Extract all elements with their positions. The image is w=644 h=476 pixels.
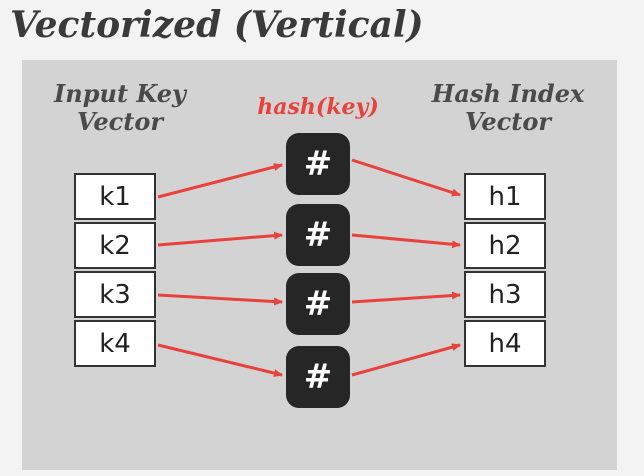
- input-label-line-2: Vector: [76, 107, 164, 136]
- hash-index-vector-label: Hash Index Vector: [418, 80, 598, 136]
- arrow-k3-to-hash3: [157, 293, 283, 306]
- hash-box-2: #: [286, 204, 350, 266]
- arrow-k1-to-hash1: [157, 163, 283, 199]
- arrow-hash1-to-h1: [351, 158, 461, 197]
- hash-index-cell-2: h2: [464, 222, 546, 269]
- input-key-cell-1: k1: [74, 173, 156, 220]
- arrow-k4-to-hash4: [157, 343, 283, 378]
- input-key-cell-2: k2: [74, 222, 156, 269]
- hash-box-4: #: [286, 346, 350, 408]
- slide-title: Vectorized (Vertical): [10, 4, 424, 46]
- output-label-line-2: Vector: [464, 107, 552, 136]
- hash-function-label: hash(key): [257, 94, 379, 120]
- arrow-hash4-to-h4: [351, 343, 461, 377]
- hash-index-cell-3: h3: [464, 271, 546, 318]
- input-key-cell-3: k3: [74, 271, 156, 318]
- input-key-vector-label: Input Key Vector: [40, 80, 200, 136]
- hash-index-cell-4: h4: [464, 320, 546, 367]
- arrow-k2-to-hash2: [157, 231, 283, 247]
- arrow-hash2-to-h2: [351, 233, 461, 249]
- hash-box-3: #: [286, 273, 350, 335]
- input-label-line-1: Input Key: [54, 79, 186, 108]
- input-key-cell-4: k4: [74, 320, 156, 367]
- hash-box-1: #: [286, 133, 350, 195]
- output-label-line-1: Hash Index: [431, 79, 585, 108]
- hash-index-cell-1: h1: [464, 173, 546, 220]
- arrow-hash3-to-h3: [351, 291, 461, 304]
